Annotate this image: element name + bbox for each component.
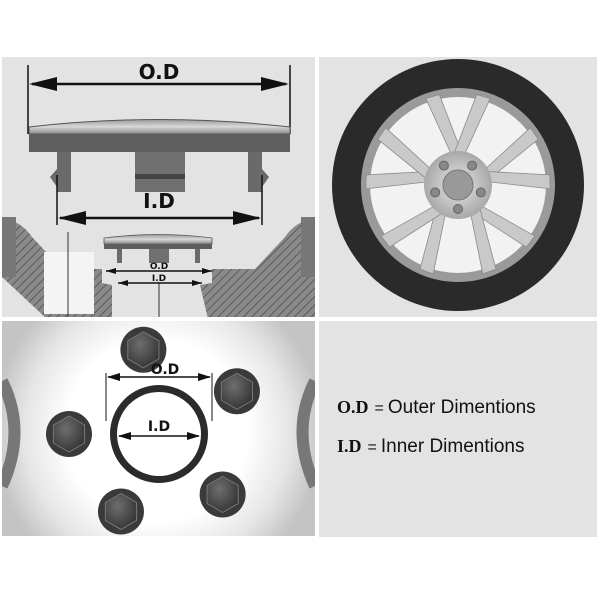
id-arrow-left [58,211,86,225]
cap-clip-tooth-right [262,169,269,187]
od-arrow-right [198,373,211,381]
legend-equals: = [367,439,377,456]
id-arrow-right [187,432,200,440]
wheel-illustration-panel [319,57,597,317]
lug-hole [430,187,441,198]
od-arrow-left [107,373,120,381]
legend-item-id: I.D =Inner Dimentions [337,436,524,458]
od-arrow-left [29,77,57,91]
small-id-arrow-right [192,280,202,286]
small-id-label: I.D [152,274,166,284]
lug-nut [213,368,260,415]
cap-center-post [135,152,185,192]
center-bore [442,169,474,201]
cap-post-groove [135,174,185,179]
id-arrow-right [233,211,261,225]
legend-meaning: Inner Dimentions [380,436,525,457]
cap-rim [29,134,290,152]
legend-abbr: I.D [337,436,362,456]
cap-top-dome [28,119,291,135]
lug-nut [46,411,92,457]
hub-top-view-drawing: O.D I.D [2,321,315,536]
od-label: O.D [151,362,180,378]
cap-side-view-panel: O.D I.D O.D [2,57,315,317]
small-od-arrow-right [202,268,212,274]
lug-hole [475,187,486,198]
legend-equals: = [374,400,384,417]
small-cap-post [149,249,169,263]
small-id-arrow-left [118,280,128,286]
bolt-hole [44,252,94,314]
lug-nuts [46,326,260,535]
small-cap-clip-right [195,249,200,263]
hub-top-view-panel: O.D I.D [2,321,315,536]
small-cap-clip-left [117,249,122,263]
legend-item-od: O.D =Outer Dimentions [337,397,536,419]
spokes [365,94,551,275]
cap-clip-left [57,152,71,192]
lug-nut [97,488,144,535]
small-cap-rim [104,244,212,249]
spoke-cutout-right [296,378,315,489]
small-od-label: O.D [150,262,168,272]
lug-hole [453,204,463,214]
od-label: O.D [139,60,180,84]
id-label: I.D [148,419,170,435]
id-label: I.D [143,189,175,213]
wheel-lip-left [2,217,16,277]
wheel-section-right [200,217,315,317]
small-od-arrow-left [106,268,116,274]
spoke-cutout-left [2,378,21,489]
cap-side-view-drawing: O.D I.D O.D [2,60,315,317]
lug-nut [120,326,167,373]
legend-panel: O.D=Outer Dimentions I.D=Inner Dimention… [319,321,597,537]
id-arrow-left [118,432,131,440]
legend-abbr: O.D [337,397,369,417]
lug-hole [467,160,478,171]
od-arrow-right [261,77,289,91]
cap-clip-tooth-left [50,169,57,187]
lug-holes [430,160,486,214]
lug-nut [199,471,246,518]
wheel-lip-right [301,217,315,277]
lug-hole [438,160,449,171]
cap-clip-right [248,152,262,192]
wheel-illustration [332,59,584,311]
small-cap-dome [103,234,213,245]
legend-meaning: Outer Dimentions [387,397,536,418]
center-bore [117,392,201,476]
